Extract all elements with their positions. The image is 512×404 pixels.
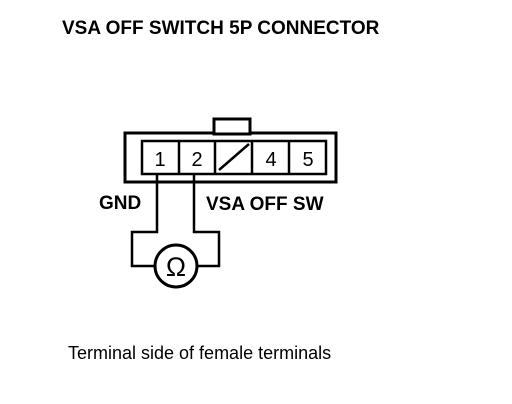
gnd-lead [130,174,159,268]
pin-4-label: 4 [265,149,276,171]
gnd-label: GND [99,193,141,214]
connector-lock-tab [212,117,252,136]
pin-5-label: 5 [302,149,313,171]
pin-2-label: 2 [191,149,202,171]
blank-pin-slash [218,143,250,171]
diagram-caption: Terminal side of female terminals [68,343,332,363]
vsa-off-sw-lead [192,174,221,268]
diagram-title: VSA OFF SWITCH 5P CONNECTOR [62,18,380,39]
ohm-symbol: Ω [166,252,186,282]
vsa-off-sw-label: VSA OFF SW [206,194,324,215]
pin-cavity [140,139,328,176]
pin-1-label: 1 [154,149,165,171]
ohmmeter-icon [153,243,199,289]
